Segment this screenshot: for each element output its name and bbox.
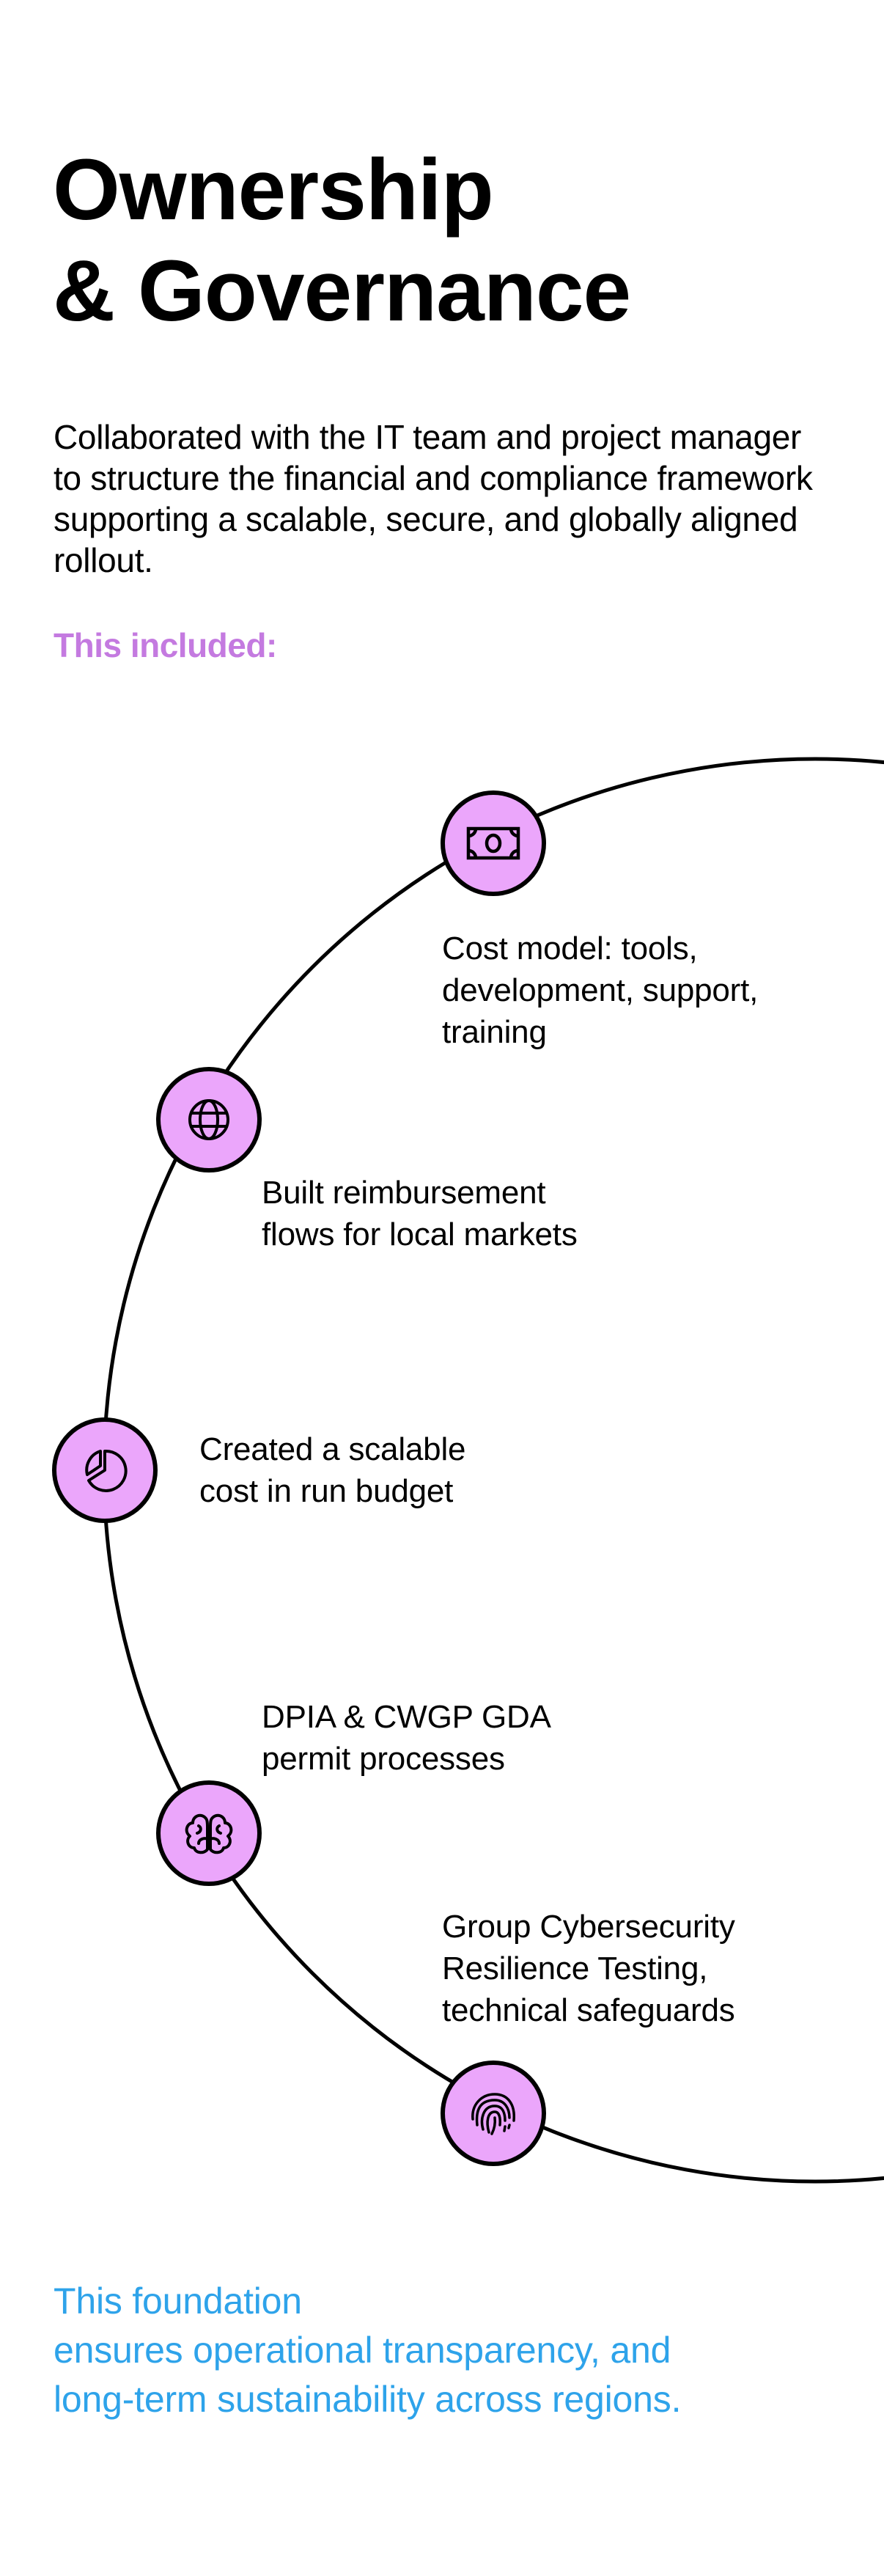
timeline-item-4-label: DPIA & CWGP GDA permit processes [262, 1696, 551, 1780]
timeline-node-5 [441, 2061, 546, 2166]
label-line: cost in run budget [199, 1473, 454, 1509]
footer-line: long-term sustainability across regions. [54, 2379, 682, 2420]
footer-line: ensures operational transparency, and [54, 2330, 671, 2371]
included-heading: This included: [54, 626, 277, 664]
title-line-1: Ownership [53, 142, 494, 238]
fingerprint-icon [471, 2093, 515, 2135]
label-line: Group Cybersecurity [442, 1909, 735, 1945]
title-line-2: & Governance [53, 243, 631, 340]
timeline-item-1-label: Cost model: tools, development, support,… [442, 928, 758, 1053]
money-bill-icon [466, 826, 520, 860]
timeline-node-3 [52, 1417, 158, 1523]
label-line: DPIA & CWGP GDA [262, 1699, 551, 1735]
page-title: Ownership & Governance [53, 139, 631, 342]
timeline-node-2 [156, 1067, 262, 1173]
globe-icon [188, 1099, 229, 1140]
label-line: training [442, 1014, 547, 1050]
timeline-item-3-label: Created a scalable cost in run budget [199, 1428, 465, 1512]
label-line: technical safeguards [442, 1992, 735, 2028]
timeline-node-4 [156, 1780, 262, 1886]
brain-icon [185, 1813, 233, 1854]
label-line: Resilience Testing, [442, 1951, 708, 1986]
footer-summary: This foundation ensures operational tran… [54, 2277, 860, 2424]
intro-paragraph: Collaborated with the IT team and projec… [54, 418, 813, 579]
timeline-node-1 [441, 790, 546, 896]
label-line: Cost model: tools, [442, 931, 698, 966]
label-line: Built reimbursement [262, 1175, 546, 1211]
label-line: development, support, [442, 972, 759, 1008]
timeline-item-5-label: Group Cybersecurity Resilience Testing, … [442, 1906, 735, 2031]
footer-line: This foundation [54, 2280, 302, 2322]
label-line: Created a scalable [199, 1431, 466, 1467]
pie-chart-icon [85, 1449, 128, 1492]
label-line: flows for local markets [262, 1217, 578, 1252]
timeline-item-2-label: Built reimbursement flows for local mark… [262, 1172, 578, 1255]
label-line: permit processes [262, 1741, 505, 1777]
